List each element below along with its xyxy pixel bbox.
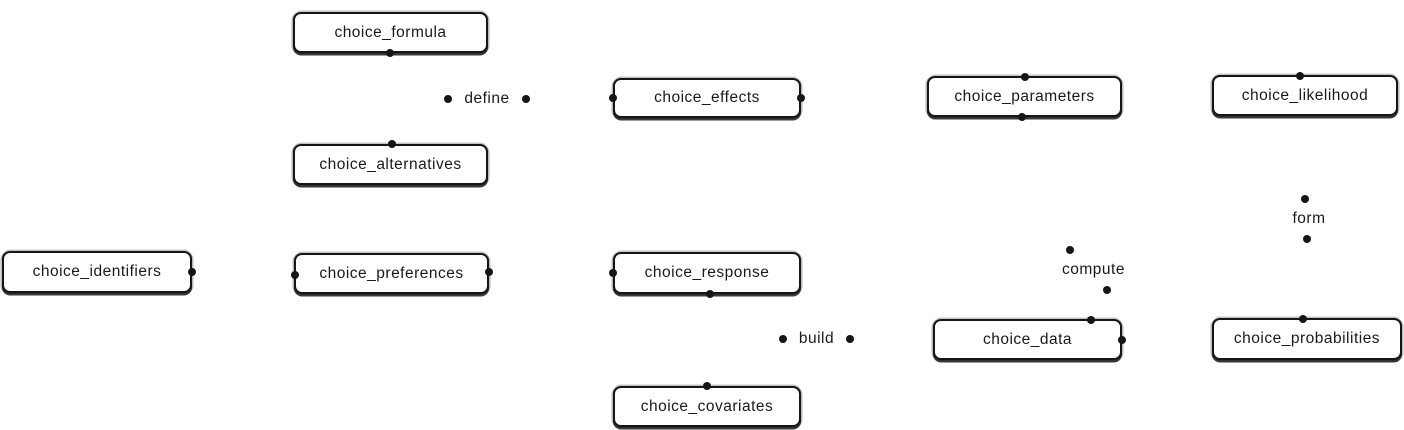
choice-preferences-left-port — [291, 271, 299, 279]
edge-label-compute: compute — [1046, 249, 1141, 291]
node-choice-data: choice_data — [933, 319, 1122, 360]
choice-preferences-right-port — [485, 268, 493, 276]
choice-covariates-top-port — [703, 382, 711, 390]
node-choice-probabilities: choice_probabilities — [1212, 318, 1402, 360]
edge-label-form: form — [1255, 198, 1363, 240]
compute-top-port — [1066, 246, 1074, 254]
choice-data-top-port — [1087, 316, 1095, 324]
node-choice-parameters: choice_parameters — [927, 76, 1122, 117]
choice-probabilities-top-port — [1299, 315, 1307, 323]
choice-data-right-port — [1118, 336, 1126, 344]
choice-effects-left-port — [609, 94, 617, 102]
compute-bottom-port — [1103, 286, 1111, 294]
choice-response-left-port — [609, 269, 617, 277]
node-choice-effects: choice_effects — [613, 78, 801, 118]
define-right-port — [522, 95, 530, 103]
node-choice-identifiers: choice_identifiers — [2, 251, 192, 293]
node-choice-formula: choice_formula — [293, 12, 488, 53]
define-left-port — [444, 95, 452, 103]
edge-label-define: define — [447, 80, 527, 117]
build-right-port — [846, 335, 854, 343]
choice-alternatives-top-port — [388, 140, 396, 148]
choice-parameters-bottom-port — [1018, 113, 1026, 121]
edge-label-build: build — [782, 320, 851, 358]
build-left-port — [779, 335, 787, 343]
form-bottom-port — [1303, 235, 1311, 243]
node-choice-alternatives: choice_alternatives — [293, 144, 488, 185]
choice-response-bottom-port — [706, 290, 714, 298]
choice-formula-bottom-port — [386, 49, 394, 57]
form-top-port — [1301, 195, 1309, 203]
choice-identifiers-right-port — [188, 268, 196, 276]
choice-effects-right-port — [797, 94, 805, 102]
node-choice-preferences: choice_preferences — [294, 253, 489, 294]
choice-parameters-top-port — [1021, 73, 1029, 81]
choice-likelihood-top-port — [1296, 72, 1304, 80]
node-choice-likelihood: choice_likelihood — [1212, 75, 1398, 116]
node-choice-response: choice_response — [613, 252, 801, 294]
node-choice-covariates: choice_covariates — [613, 386, 801, 427]
